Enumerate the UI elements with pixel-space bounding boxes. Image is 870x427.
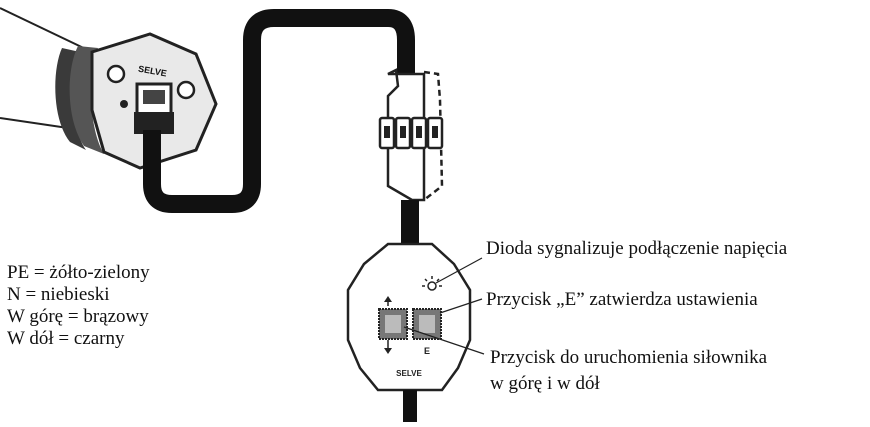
leader-led — [435, 257, 483, 284]
wire-color-legend: PE = żółto-zielony N = niebieski W górę … — [7, 262, 150, 350]
callout-updown-line2: w górę i w dół — [490, 373, 600, 394]
tube-motor: SELVE — [0, 7, 218, 170]
legend-item-up: W górę = brązowy — [7, 306, 149, 327]
callout-updown-line1: Przycisk do uruchomienia siłownika — [490, 347, 768, 368]
motor-brand-label: SELVE — [137, 64, 167, 79]
e-button-mark: E — [424, 346, 430, 356]
cable-motor — [143, 9, 415, 213]
legend-item-pe: PE = żółto-zielony — [7, 262, 150, 283]
arrow-up-icon — [384, 296, 392, 302]
led-icon — [422, 276, 442, 291]
plug-connector — [378, 68, 444, 202]
legend-item-n: N = niebieski — [7, 284, 110, 305]
controller-box: E SELVE — [346, 242, 472, 392]
leader-updown-button — [403, 326, 485, 355]
controller-brand-label: SELVE — [396, 369, 422, 378]
callout-e-button: Przycisk „E” zatwierdza ustawienia — [486, 289, 758, 310]
callout-led: Dioda sygnalizuje podłączenie napięcia — [486, 238, 788, 259]
leader-e-button — [439, 298, 483, 314]
arrow-down-icon — [384, 348, 392, 354]
legend-item-down: W dół = czarny — [7, 328, 125, 349]
